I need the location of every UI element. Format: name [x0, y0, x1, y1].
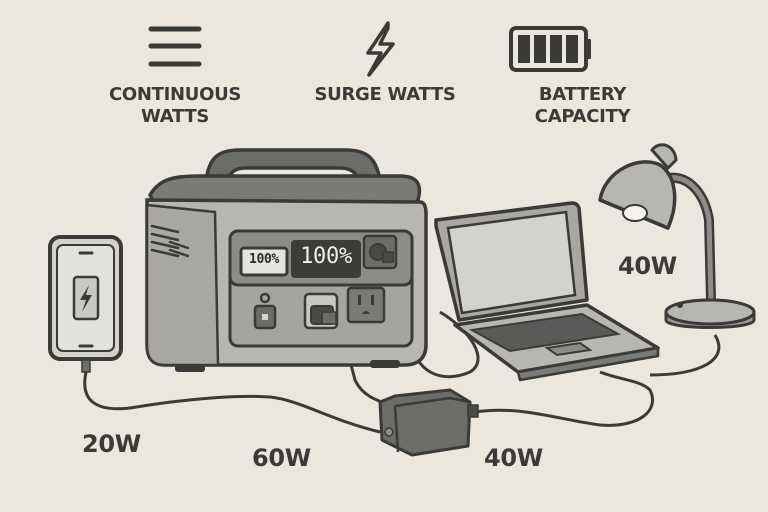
charging-icon	[80, 285, 92, 312]
bulb-icon	[622, 204, 648, 222]
laptop-watts: 40W	[484, 444, 543, 472]
lamp-watts: 40W	[618, 252, 677, 280]
vent-icon	[150, 224, 190, 258]
continuous-watts-icon	[148, 26, 202, 67]
phone	[48, 235, 123, 373]
laptop	[434, 201, 660, 382]
feature-continuous-watts: CONTINUOUS WATTS	[100, 84, 250, 128]
small-display	[239, 246, 289, 277]
feature-surge-watts: SURGE WATTS	[300, 84, 470, 106]
power-adapter	[378, 388, 479, 457]
small-display-value: 100%	[248, 252, 280, 267]
ac-outlet	[346, 286, 386, 324]
main-display	[291, 240, 361, 278]
feature-label: WATTS	[140, 106, 209, 127]
main-display-value: 100%	[300, 244, 352, 269]
lamp	[598, 143, 756, 329]
feature-battery-capacity: BATTERY CAPACITY	[510, 84, 655, 128]
battery-icon	[509, 26, 591, 72]
phone-watts: 20W	[82, 430, 141, 458]
lightning-icon	[366, 21, 395, 77]
feature-label: SURGE WATTS	[314, 84, 456, 105]
adapter-watts: 60W	[252, 444, 311, 472]
feature-label: CONTINUOUS	[108, 84, 242, 105]
power-station	[145, 148, 428, 372]
feature-label: BATTERY	[538, 84, 627, 105]
feature-label: CAPACITY	[534, 106, 631, 127]
